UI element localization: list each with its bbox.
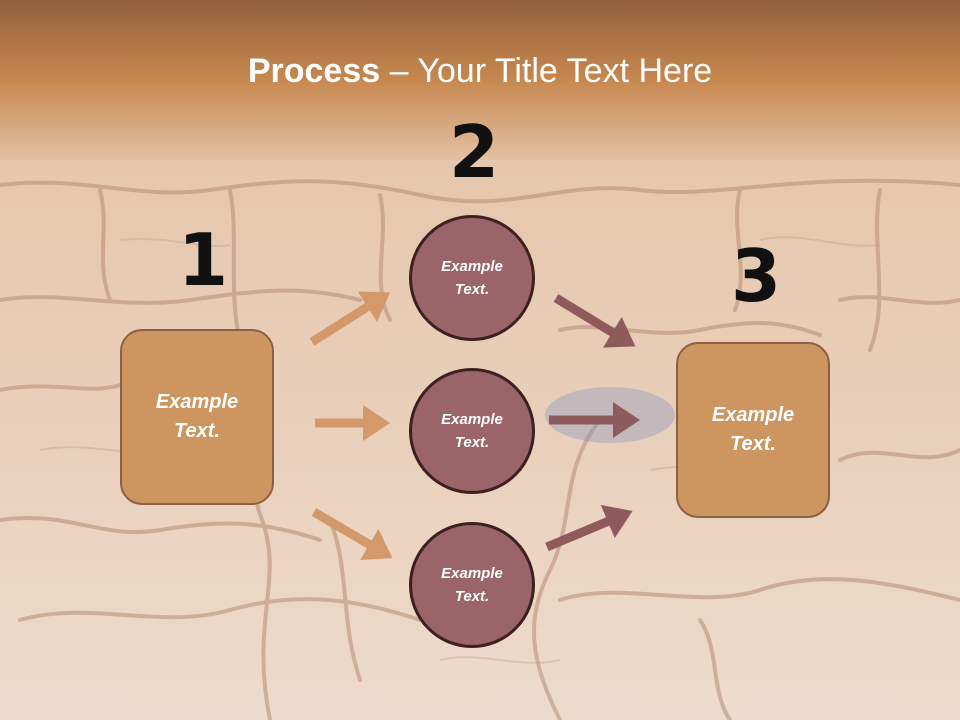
process-circle-top: Example Text. bbox=[409, 215, 535, 341]
arrow-top-to-right bbox=[553, 294, 636, 348]
process-circle-middle: Example Text. bbox=[409, 368, 535, 494]
process-circle-bottom: Example Text. bbox=[409, 522, 535, 648]
slide-title: Process – Your Title Text Here bbox=[0, 52, 960, 91]
step-number-3: 3 bbox=[731, 234, 782, 318]
box-right-text: Example Text. bbox=[711, 404, 795, 455]
box-left-text: Example Text. bbox=[155, 391, 239, 442]
title-bold: Process bbox=[247, 52, 381, 90]
process-box-right: Example Text. bbox=[676, 342, 830, 518]
arrow-left-to-top bbox=[309, 291, 391, 346]
arrow-left-to-bottom bbox=[311, 508, 393, 560]
step-number-1: 1 bbox=[178, 218, 229, 302]
arrow-bottom-to-right bbox=[545, 504, 633, 552]
process-box-left: Example Text. bbox=[120, 329, 274, 505]
circle-middle-text: Example Text. bbox=[441, 411, 503, 451]
circle-bottom-text: Example Text. bbox=[441, 565, 503, 605]
step-number-2: 2 bbox=[449, 110, 500, 194]
title-rest: – Your Title Text Here bbox=[380, 52, 713, 90]
circle-top-text: Example Text. bbox=[441, 258, 503, 298]
